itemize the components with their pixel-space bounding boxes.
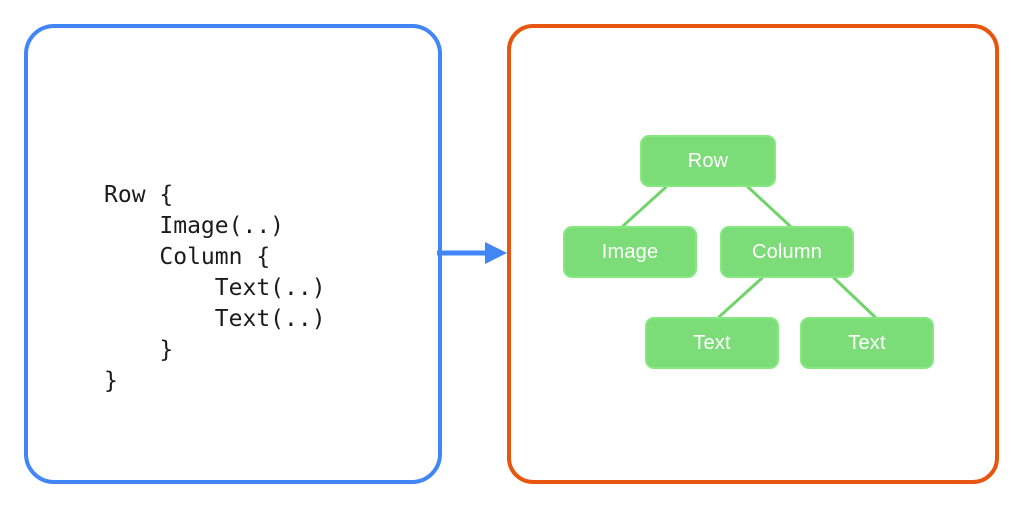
tree-node-text-1[interactable]: Text: [645, 317, 779, 369]
tree-node-image[interactable]: Image: [563, 226, 697, 278]
tree-node-text-2[interactable]: Text: [800, 317, 934, 369]
code-panel: Row { Image(..) Column { Text(..) Text(.…: [24, 24, 442, 484]
code-snippet: Row { Image(..) Column { Text(..) Text(.…: [104, 182, 326, 394]
tree-node-column[interactable]: Column: [720, 226, 854, 278]
flow-arrow-right-icon: [437, 242, 507, 264]
tree-node-row[interactable]: Row: [640, 135, 776, 187]
